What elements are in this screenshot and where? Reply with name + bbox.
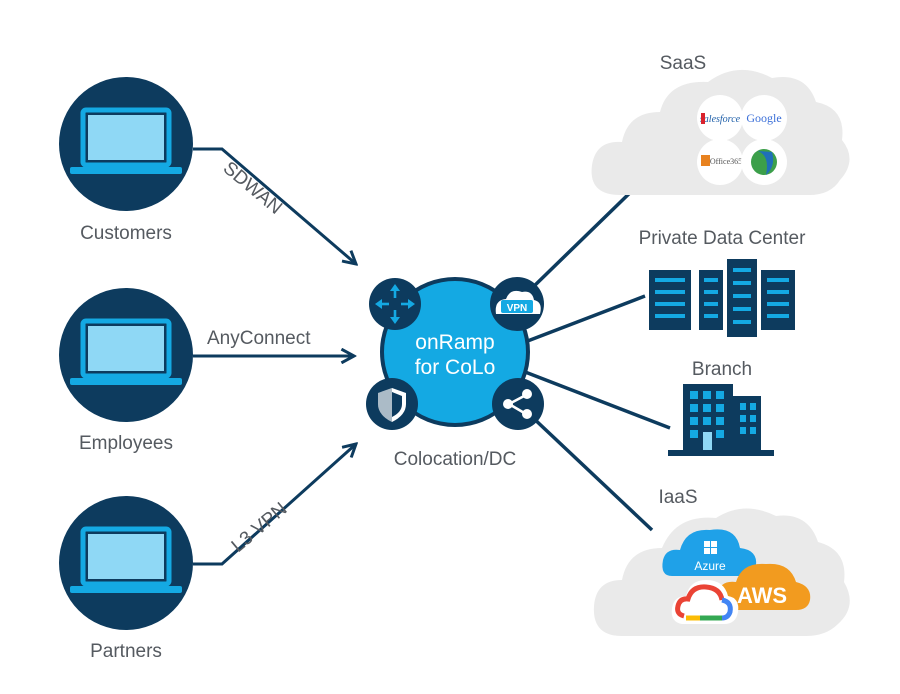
employees-label: Employees: [79, 433, 173, 454]
anyconnect-label: AnyConnect: [207, 328, 311, 349]
svg-text:Office365: Office365: [710, 157, 742, 166]
salesforce-logo: salesforce: [697, 95, 743, 141]
link-branch: [519, 368, 671, 430]
l3vpn-label: L3 VPN: [228, 499, 292, 557]
link-private-dc: [524, 294, 646, 344]
customers-node: Customers: [59, 77, 193, 244]
arrow-sdwan: [193, 147, 356, 264]
link-iaas: [528, 413, 654, 532]
router-icon: [369, 278, 421, 330]
laptop-icon: [70, 107, 182, 174]
branch-node: Branch: [668, 359, 774, 456]
hub-line2: for CoLo: [415, 356, 496, 379]
laptop-icon: [70, 526, 182, 593]
office365-logo: Office365: [697, 139, 743, 185]
destination-links: [519, 181, 671, 532]
server-racks-icon: [649, 259, 795, 337]
vpn-badge-text: VPN: [507, 303, 528, 314]
google-cloud-icon: [671, 580, 739, 624]
private-dc-label: Private Data Center: [639, 228, 807, 249]
google-logo: Google: [741, 95, 787, 141]
svg-text:salesforce: salesforce: [700, 114, 741, 125]
saas-node: SaaS salesforce Google Office365: [591, 53, 850, 196]
employees-node: Employees: [59, 288, 193, 454]
svg-text:Google: Google: [746, 111, 781, 125]
svg-text:AWS: AWS: [737, 583, 787, 608]
arrow-l3vpn: [193, 444, 356, 566]
hub-line1: onRamp: [415, 331, 494, 354]
iaas-label: IaaS: [658, 487, 697, 508]
saas-label: SaaS: [660, 53, 706, 74]
svg-text:Azure: Azure: [694, 559, 726, 573]
vpn-cloud-icon: VPN: [490, 277, 544, 331]
aws-logo: AWS: [717, 563, 811, 610]
hub-caption: Colocation/DC: [394, 449, 517, 470]
link-saas: [528, 181, 642, 292]
globe-app-icon: [741, 139, 787, 185]
customers-label: Customers: [80, 223, 172, 244]
iaas-node: IaaS Azure AWS: [593, 487, 850, 636]
building-icon: [668, 384, 774, 456]
private-dc-node: Private Data Center: [639, 228, 807, 337]
onramp-hub: onRamp for CoLo VPN: [366, 277, 544, 470]
sdwan-label: SDWAN: [219, 158, 286, 219]
shield-icon: [366, 378, 418, 430]
azure-logo: Azure: [662, 529, 757, 577]
hub-circle: [380, 277, 530, 427]
partners-label: Partners: [90, 641, 162, 662]
partners-node: Partners: [59, 496, 193, 662]
laptop-icon: [70, 318, 182, 385]
share-icon: [492, 378, 544, 430]
user-links: [193, 147, 356, 566]
branch-label: Branch: [692, 359, 752, 380]
